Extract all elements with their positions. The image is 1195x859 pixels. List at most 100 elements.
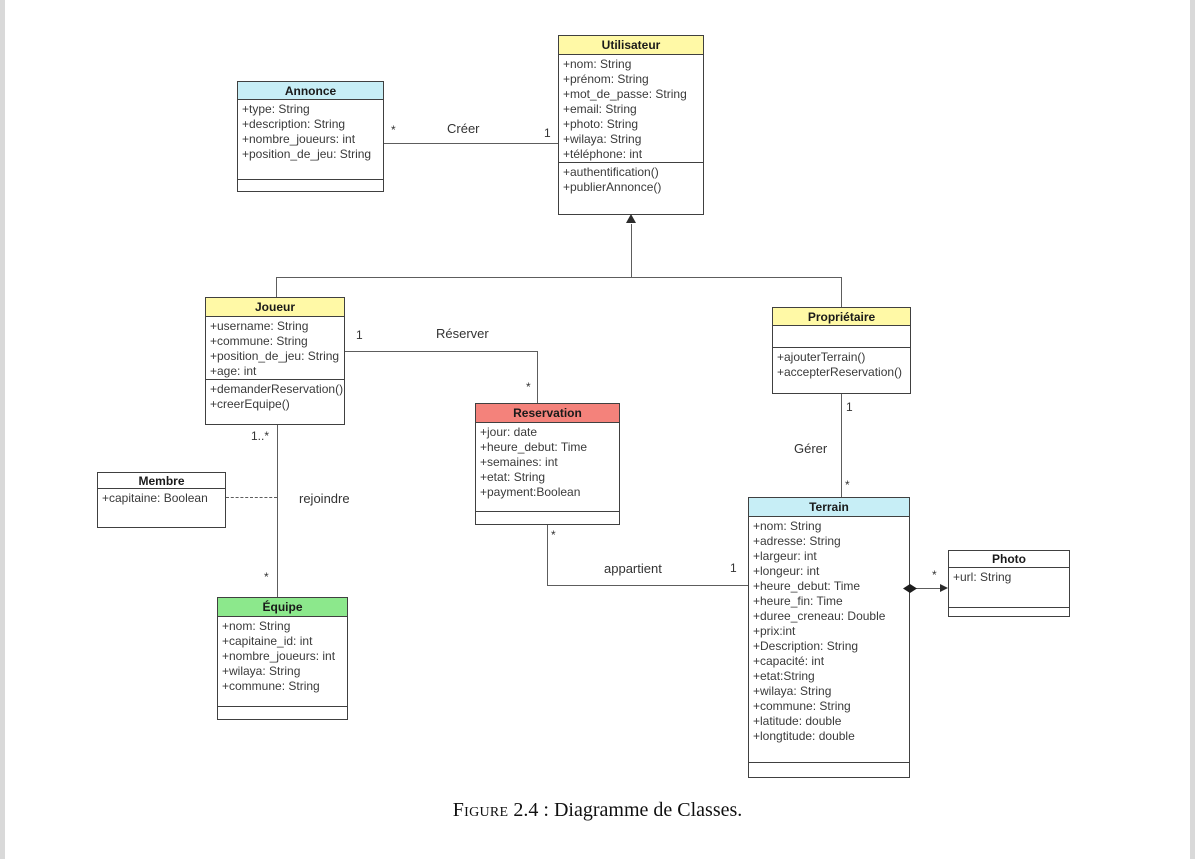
attribute-line: +nombre_joueurs: int [222,649,336,663]
attribute-line: +type: String [242,102,310,116]
class-proprietaire-methods: +ajouterTerrain() +accepterReservation() [773,348,910,393]
multiplicity-appartient-source: * [551,528,556,542]
multiplicity-appartient-target: 1 [730,561,737,575]
class-proprietaire-attributes [773,326,910,348]
attribute-line: +wilaya: String [563,132,642,146]
multiplicity-gerer-source: 1 [846,400,853,414]
multiplicity-rejoindre-target: * [264,570,269,584]
attribute-line: +commune: String [753,699,851,713]
edge-generalization-proprietaire [841,277,842,307]
association-label-reserver: Réserver [436,326,489,341]
method-line: +authentification() [563,165,659,179]
attribute-line: +position_de_jeu: String [242,147,372,161]
method-line: +demanderReservation() [210,382,344,396]
class-membre: Membre +capitaine: Boolean [97,472,226,528]
class-terrain: Terrain +nom: String +adresse: String +l… [748,497,910,778]
attribute-line: +semaines: int [480,455,558,469]
attribute-line: +username: String [210,319,309,333]
attribute-line: +payment:Boolean [480,485,581,499]
class-annonce-attributes: +type: String +description: String +nomb… [238,100,383,180]
attribute-line: +heure_debut: Time [753,579,861,593]
association-label-gerer: Gérer [794,441,828,456]
attribute-line: +description: String [242,117,346,131]
association-label-rejoindre: rejoindre [299,491,350,506]
multiplicity-gerer-target: * [845,478,850,492]
multiplicity-rejoindre-source: 1..* [251,429,270,443]
attribute-line: +email: String [563,102,637,116]
figure-caption-prefix: Figure [452,799,509,821]
attribute-line: +url: String [953,570,1012,584]
method-line: +publierAnnonce() [563,180,662,194]
attribute-line: +commune: String [210,334,308,348]
association-label-appartient: appartient [604,561,662,576]
edge-generalization-joueur [276,277,277,297]
association-label-creer: Créer [447,121,480,136]
multiplicity-reserver-source: 1 [356,328,363,342]
page-right-margin [1190,0,1195,859]
figure-caption: Figure 2.4 : Diagramme de Classes. [0,799,1195,822]
class-membre-title: Membre [98,473,225,489]
attribute-line: +capitaine_id: int [222,634,313,648]
attribute-line: +nom: String [563,57,632,71]
class-joueur-title: Joueur [206,298,344,317]
attribute-line: +duree_creneau: Double [753,609,886,623]
attribute-line: +latitude: double [753,714,842,728]
class-joueur-attributes: +username: String +commune: String +posi… [206,317,344,380]
class-joueur: Joueur +username: String +commune: Strin… [205,297,345,425]
class-membre-attributes: +capitaine: Boolean [98,489,225,527]
class-equipe-attributes: +nom: String +capitaine_id: int +nombre_… [218,617,347,707]
edge-membre-association-class [226,497,277,498]
class-reservation-title: Reservation [476,404,619,423]
edge-rejoindre [277,425,278,597]
attribute-line: +mot_de_passe: String [563,87,687,101]
attribute-line: +heure_fin: Time [753,594,843,608]
class-proprietaire: Propriétaire +ajouterTerrain() +accepter… [772,307,911,394]
attribute-line: +longtitude: double [753,729,855,743]
edge-creer [384,143,558,144]
attribute-line: +adresse: String [753,534,841,548]
class-utilisateur-attributes: +nom: String +prénom: String +mot_de_pas… [559,55,703,163]
class-reservation-methods [476,512,619,524]
class-proprietaire-title: Propriétaire [773,308,910,326]
class-reservation: Reservation +jour: date +heure_debut: Ti… [475,403,620,525]
edge-generalization-crossbar [276,277,842,278]
attribute-line: +jour: date [480,425,538,439]
multiplicity-reserver-target: * [526,380,531,394]
edge-gerer [841,394,842,497]
attribute-line: +capacité: int [753,654,825,668]
edge-terrain-photo [910,588,941,589]
edge-appartient-v [547,525,548,585]
attribute-line: +position_de_jeu: String [210,349,340,363]
multiplicity-terrain-photo: * [932,568,937,582]
method-line: +creerEquipe() [210,397,290,411]
method-line: +accepterReservation() [777,365,903,379]
class-reservation-attributes: +jour: date +heure_debut: Time +semaines… [476,423,619,512]
composition-arrow-icon [940,584,948,592]
attribute-line: +prénom: String [563,72,649,86]
class-utilisateur: Utilisateur +nom: String +prénom: String… [558,35,704,215]
class-photo: Photo +url: String [948,550,1070,617]
attribute-line: +photo: String [563,117,639,131]
attribute-line: +capitaine: Boolean [102,491,208,505]
attribute-line: +nombre_joueurs: int [242,132,356,146]
attribute-line: +etat: String [480,470,546,484]
attribute-line: +Description: String [753,639,859,653]
class-annonce-methods [238,180,383,191]
composition-diamond-icon [903,584,917,593]
class-terrain-methods [749,763,909,777]
attribute-line: +largeur: int [753,549,817,563]
class-photo-methods [949,608,1069,616]
class-terrain-attributes: +nom: String +adresse: String +largeur: … [749,517,909,763]
class-equipe-title: Équipe [218,598,347,617]
inheritance-arrow-icon [626,214,636,223]
attribute-line: +age: int [210,364,257,378]
class-utilisateur-title: Utilisateur [559,36,703,55]
attribute-line: +téléphone: int [563,147,643,161]
edge-generalization-stem [631,224,632,277]
class-photo-attributes: +url: String [949,568,1069,608]
edge-appartient-h [547,585,748,586]
class-terrain-title: Terrain [749,498,909,517]
method-line: +ajouterTerrain() [777,350,866,364]
class-annonce: Annonce +type: String +description: Stri… [237,81,384,192]
